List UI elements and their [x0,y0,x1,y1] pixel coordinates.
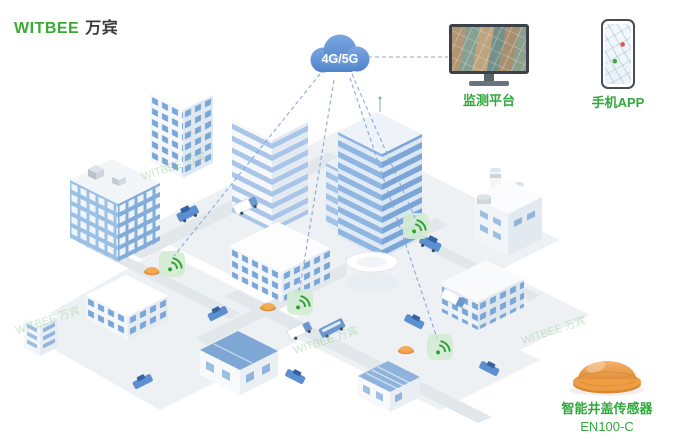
cloud-label: 4G/5G [322,52,359,66]
monitoring-platform-monitor [449,24,529,86]
house [358,361,420,412]
building [338,96,422,258]
building [86,275,168,340]
truck-icon [232,196,259,216]
platform-label: 监测平台 [462,93,515,108]
car-icon [132,374,153,389]
storage-tank [345,251,399,292]
monitor-base [469,81,509,86]
app-label: 手机APP [591,95,645,110]
cloud-icon: 4G/5G [310,34,370,73]
sensor-product-icon [569,361,645,396]
signal-ripple-icon [427,334,453,360]
device-label: 智能井盖传感器 EN100-C [547,398,667,434]
manhole-sensor-icon [398,346,414,355]
phone-screen [605,24,631,84]
monitor-icon [449,24,529,74]
monitor-screen [452,27,526,71]
monitor-stand [484,74,494,81]
mobile-app-phone [601,19,635,89]
car-icon [479,361,500,376]
sensor-model-label: EN100-C [580,419,634,434]
truck-icon [440,288,466,308]
building [70,159,160,262]
logo-brand: WITBEE [14,20,80,37]
building [150,78,213,178]
manhole-sensor-icon [260,303,276,312]
building [230,222,330,302]
car-icon [404,314,425,329]
signal-ripple-icon [287,289,313,315]
car-icon [176,205,199,223]
logo: WITBEE 万宾 [14,14,118,38]
signal-ripple-icon [403,213,429,239]
car-icon [419,235,442,253]
factory-building [474,167,542,256]
building [232,102,308,232]
house [200,331,278,395]
building [24,309,58,356]
car-icon [207,306,228,321]
sensor-name-label: 智能井盖传感器 [561,401,653,416]
network-link-line [173,56,448,339]
car-icon [285,369,306,384]
logo-suffix: 万宾 [85,20,119,37]
truck-icon [286,321,313,341]
manhole-sensor-icon [144,267,160,276]
signal-ripple-icon [159,251,185,277]
bus-icon [318,318,346,338]
